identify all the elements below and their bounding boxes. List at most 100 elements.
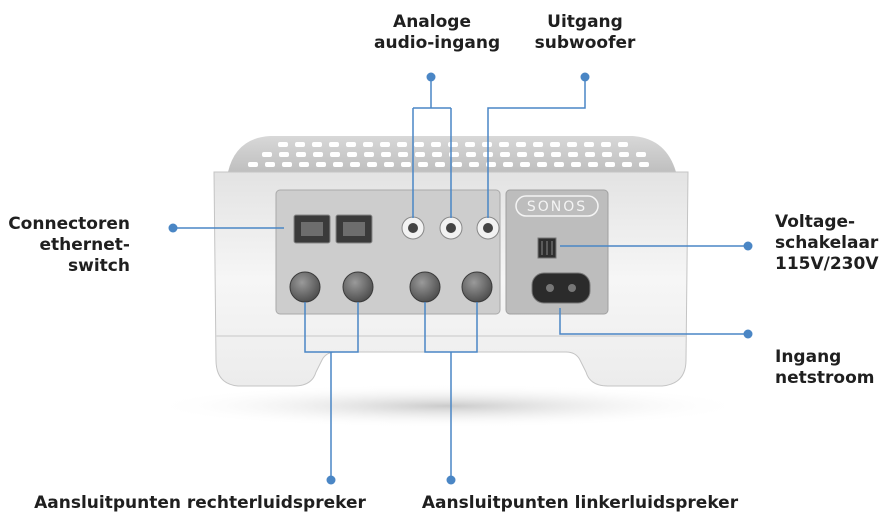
analog-in-left-jack	[401, 216, 425, 240]
grille-slot	[639, 162, 649, 167]
grille-slot	[432, 152, 442, 157]
dot-left-speaker	[446, 475, 456, 485]
grille-slot	[265, 162, 275, 167]
grille-slot	[381, 152, 391, 157]
power-inlet	[531, 272, 591, 304]
callout-right-speaker	[304, 302, 359, 480]
grille-slot	[469, 162, 479, 167]
label-ethernet-line1: Connectoren	[8, 214, 130, 234]
grille-slot	[398, 152, 408, 157]
grille-slot	[350, 162, 360, 167]
grille-slot	[435, 162, 445, 167]
grille-slot	[516, 142, 526, 147]
right-speaker-post-2	[342, 271, 374, 303]
grille-slot	[534, 152, 544, 157]
label-power-in-line2: netstroom	[775, 368, 875, 388]
grille-slot	[618, 142, 628, 147]
grille-slot	[312, 142, 322, 147]
grille-slot	[364, 152, 374, 157]
grille-slots	[248, 142, 649, 167]
left-speaker-post-2	[461, 271, 493, 303]
dot-right-speaker	[326, 475, 336, 485]
dot-power-in	[743, 329, 753, 339]
grille-slot	[482, 142, 492, 147]
label-voltage-line1: Voltage-	[775, 212, 856, 232]
label-voltage-switch: Voltage- schakelaar 115V/230V	[775, 212, 880, 275]
grille-slot	[414, 142, 424, 147]
grille-slot	[585, 152, 595, 157]
grille-slot	[279, 152, 289, 157]
grille-slot	[636, 152, 646, 157]
grille-slot	[333, 162, 343, 167]
grille-slot	[605, 162, 615, 167]
label-ethernet-line3: switch	[68, 256, 130, 276]
label-subwoofer-out: Uitgang subwoofer	[530, 12, 640, 54]
label-right-speaker: Aansluitpunten rechterluidspreker	[34, 493, 366, 513]
grille-slot	[500, 152, 510, 157]
callout-lines	[173, 77, 748, 480]
grille-slot	[537, 162, 547, 167]
grille-slot	[571, 162, 581, 167]
grille-slot	[282, 162, 292, 167]
left-speaker-post-1	[409, 271, 441, 303]
right-speaker-post-1	[289, 271, 321, 303]
grille-slot	[418, 162, 428, 167]
grille-slot	[278, 142, 288, 147]
grille-slot	[384, 162, 394, 167]
grille-slot	[622, 162, 632, 167]
grille-slot	[380, 142, 390, 147]
callout-left-speaker	[424, 302, 478, 480]
grille-slot	[299, 162, 309, 167]
grille-slot	[329, 142, 339, 147]
grille-slot	[533, 142, 543, 147]
label-ethernet-connectors: Connectoren ethernet- switch	[0, 214, 130, 277]
dot-subwoofer	[580, 72, 590, 82]
label-power-in: Ingang netstroom	[775, 347, 875, 389]
grille-slot	[262, 152, 272, 157]
label-ethernet-line2: ethernet-	[39, 235, 131, 255]
label-subwoofer-out-line2: subwoofer	[534, 33, 636, 53]
label-subwoofer-out-line1: Uitgang	[547, 12, 623, 32]
grille-slot	[499, 142, 509, 147]
grille-slot	[465, 142, 475, 147]
label-analog-audio-in-line1: Analoge	[393, 12, 471, 32]
analog-in-right-jack	[439, 216, 463, 240]
grille-slot	[517, 152, 527, 157]
subwoofer-jack	[476, 216, 500, 240]
grille-slot	[619, 152, 629, 157]
grille-slot	[363, 142, 373, 147]
label-power-in-line1: Ingang	[775, 347, 842, 367]
grille-slot	[452, 162, 462, 167]
dot-ethernet	[168, 223, 178, 233]
grille-slot	[397, 142, 407, 147]
grille-slot	[346, 142, 356, 147]
grille-slot	[554, 162, 564, 167]
grille-slot	[448, 142, 458, 147]
grille-slot	[295, 142, 305, 147]
grille-slot	[296, 152, 306, 157]
grille-slot	[401, 162, 411, 167]
dot-voltage	[743, 241, 753, 251]
callout-analog-in	[412, 77, 452, 218]
grille-slot	[567, 142, 577, 147]
label-voltage-line2: schakelaar	[775, 233, 879, 253]
grille-slot	[466, 152, 476, 157]
label-voltage-line3: 115V/230V	[775, 254, 879, 274]
grille-slot	[367, 162, 377, 167]
grille-slot	[520, 162, 530, 167]
grille-slot	[347, 152, 357, 157]
grille-slot	[601, 142, 611, 147]
grille-slot	[313, 152, 323, 157]
grille-slot	[330, 152, 340, 157]
grille-slot	[431, 142, 441, 147]
grille-slot	[568, 152, 578, 157]
label-analog-audio-in-line2: audio-ingang	[374, 33, 501, 53]
grille-slot	[550, 142, 560, 147]
callout-subwoofer	[487, 77, 586, 218]
dot-analog-in	[426, 72, 436, 82]
grille-slot	[316, 162, 326, 167]
callout-dots	[168, 72, 753, 485]
grille-slot	[415, 152, 425, 157]
